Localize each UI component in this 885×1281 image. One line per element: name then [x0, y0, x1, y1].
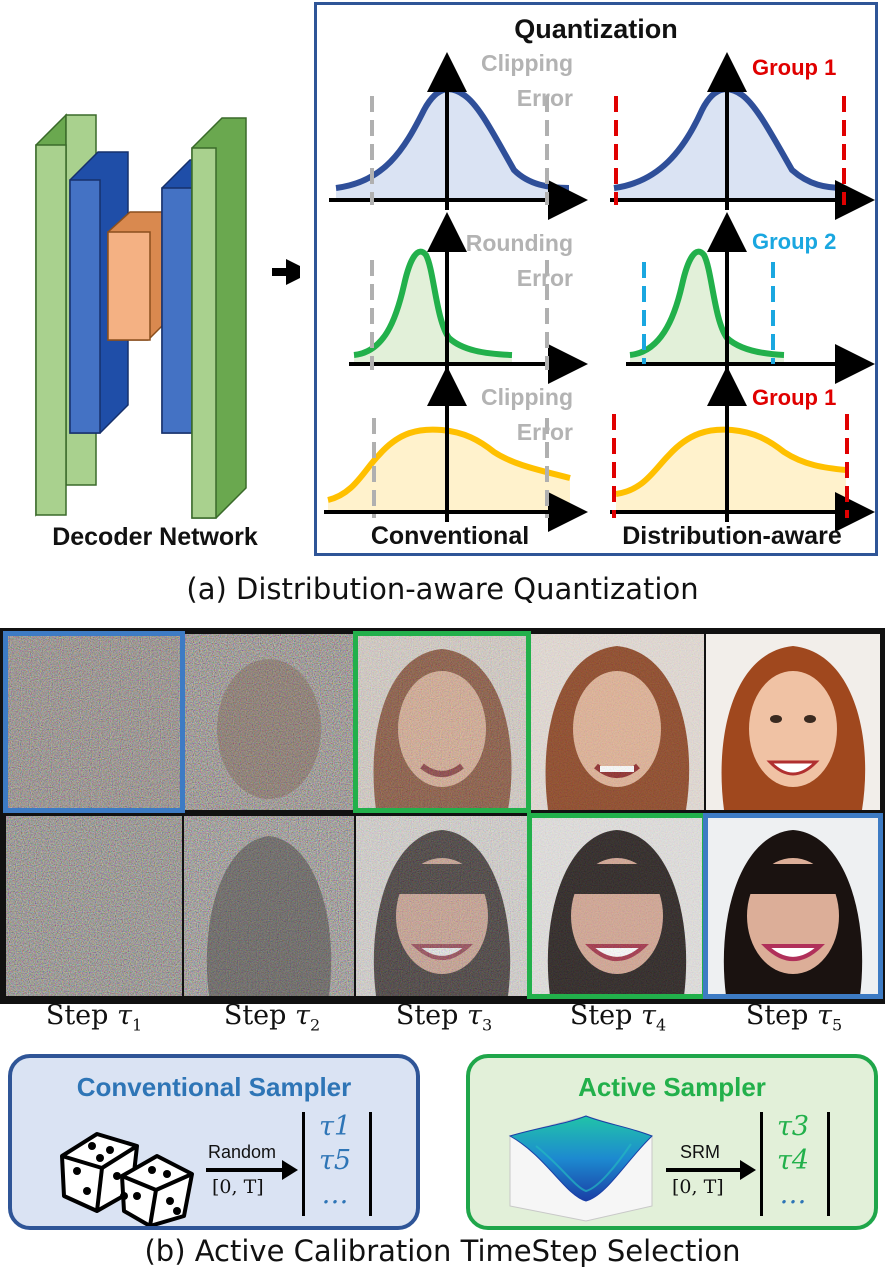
row2-step1-image	[6, 816, 182, 996]
active-sampler-title: Active Sampler	[578, 1072, 766, 1102]
conventional-range: [0, T]	[212, 1176, 264, 1198]
active-sampler-panel: Active Sampler SRM [0, T] τ3 τ4 …	[466, 1054, 878, 1230]
tau-symbol: τ	[295, 1000, 310, 1031]
conventional-sampler-title: Conventional Sampler	[76, 1072, 352, 1102]
row1-step1-image	[6, 634, 182, 810]
caption-b: (b) Active Calibration TimeStep Selectio…	[144, 1234, 741, 1268]
step-word: Step	[223, 1000, 296, 1031]
clipping-text: Clipping	[481, 50, 573, 76]
plot-row1-distribution-aware	[610, 52, 875, 220]
decoder-network-label: Decoder Network	[52, 523, 258, 551]
random-label: Random	[208, 1142, 277, 1162]
active-vector-entries: τ3 τ4 …	[764, 1110, 822, 1212]
clipping-error-label-2: Clipping Error	[455, 380, 573, 450]
active-arrow	[666, 1168, 742, 1172]
conventional-vector-entries: τ1 τ5 …	[306, 1110, 364, 1212]
step-word: Step	[745, 1000, 818, 1031]
caption-a: (a) Distribution-aware Quantization	[186, 572, 699, 606]
row1-step3-image	[356, 634, 528, 810]
tau-symbol: τ	[467, 1000, 482, 1031]
distribution-aware-column-label: Distribution-aware	[622, 522, 842, 550]
row1-step4-image	[530, 634, 704, 810]
step-label-5: Step τ5	[706, 1000, 882, 1034]
group2-label: Group 2	[752, 229, 837, 254]
step-word: Step	[395, 1000, 468, 1031]
row1-step2-image	[184, 634, 354, 810]
step-subscript: 3	[481, 1015, 493, 1035]
error-text: Error	[516, 85, 573, 111]
plot-row3-conventional	[324, 366, 588, 532]
decoder-network	[0, 0, 312, 570]
plot-row3-distribution-aware	[610, 366, 875, 532]
active-arrow-head	[740, 1160, 756, 1180]
step-word: Step	[569, 1000, 642, 1031]
row2-step2-image	[184, 816, 354, 996]
conventional-sampler-panel: Conventional Sampler Random [0, T] τ1 τ5…	[8, 1054, 420, 1230]
conventional-arrow-head	[282, 1160, 298, 1180]
error-text: Error	[516, 419, 573, 445]
rounding-error-label: Rounding Error	[440, 226, 573, 296]
quantization-title: Quantization	[514, 14, 678, 44]
row1-step5-image	[706, 634, 880, 810]
step-subscript: 5	[831, 1015, 843, 1035]
row2-step4-image	[530, 816, 704, 996]
clipping-error-label-1: Clipping Error	[455, 46, 573, 116]
group1-label-bottom: Group 1	[752, 385, 837, 410]
step-word: Step	[45, 1000, 118, 1031]
row2-step3-image	[356, 816, 528, 996]
step-subscript: 1	[131, 1015, 143, 1035]
vector-entry: τ5	[318, 1145, 352, 1176]
row2-step5-image	[706, 816, 880, 996]
dice-icon	[60, 1132, 194, 1226]
step-label-1: Step τ1	[6, 1000, 182, 1034]
decoder-network-illustration	[35, 113, 312, 519]
group1-label-top: Group 1	[752, 55, 837, 80]
surface-plot-icon	[508, 1115, 653, 1222]
quantization-panel	[314, 2, 878, 556]
rounding-text: Rounding	[465, 230, 573, 256]
step-label-3: Step τ3	[356, 1000, 532, 1034]
active-vector	[760, 1112, 830, 1216]
step-label-4: Step τ4	[530, 1000, 706, 1034]
conventional-arrow	[206, 1168, 284, 1172]
conventional-vector	[302, 1112, 372, 1216]
step-subscript: 4	[655, 1015, 667, 1035]
srm-label: SRM	[680, 1142, 720, 1162]
tau-symbol: τ	[117, 1000, 132, 1031]
vector-entry: …	[779, 1179, 807, 1210]
vector-entry: τ3	[776, 1111, 810, 1142]
conventional-column-label: Conventional	[370, 522, 530, 550]
tau-symbol: τ	[641, 1000, 656, 1031]
vector-entry: τ4	[776, 1145, 810, 1176]
quantization-plots	[324, 52, 875, 532]
step-label-2: Step τ2	[184, 1000, 360, 1034]
plot-row1-conventional	[329, 52, 588, 220]
clipping-text: Clipping	[481, 384, 573, 410]
tau-symbol: τ	[817, 1000, 832, 1031]
plot-row2-distribution-aware	[626, 212, 875, 384]
error-text: Error	[516, 265, 573, 291]
step-subscript: 2	[309, 1015, 321, 1035]
vector-entry: …	[321, 1179, 349, 1210]
active-range: [0, T]	[672, 1176, 724, 1198]
vector-entry: τ1	[318, 1111, 352, 1142]
plot-row2-conventional	[349, 212, 588, 384]
